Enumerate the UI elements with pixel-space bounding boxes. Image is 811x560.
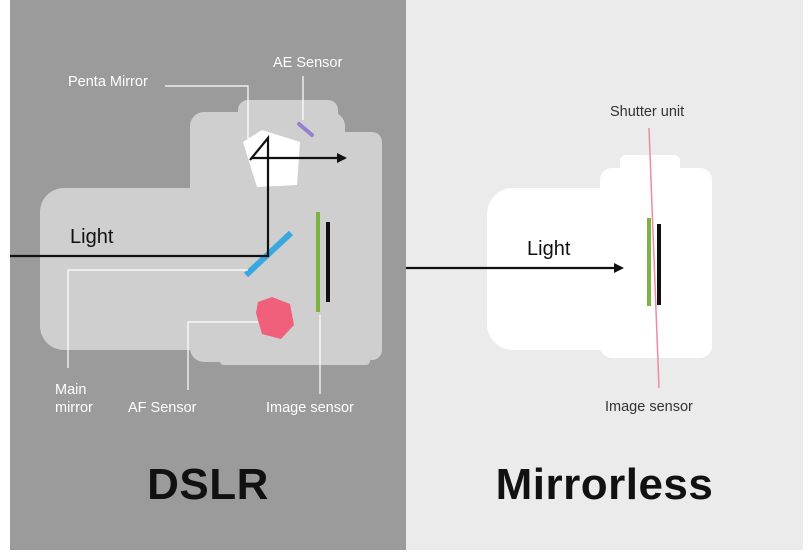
mirrorless-light-label: Light bbox=[527, 238, 571, 260]
penta-mirror-leader bbox=[165, 85, 249, 142]
mirrorless-image-sensor-label: Image sensor bbox=[605, 399, 693, 415]
penta-mirror-label: Penta Mirror bbox=[68, 74, 148, 90]
mirrorless-title: Mirrorless bbox=[495, 460, 714, 509]
af-sensor-shape bbox=[256, 297, 294, 339]
dslr-title: DSLR bbox=[147, 460, 269, 509]
dslr-image-sensor-label: Image sensor bbox=[266, 400, 354, 416]
dslr-leader-lines bbox=[67, 76, 321, 394]
main-mirror-label-line2: mirror bbox=[55, 400, 93, 416]
dslr-camera-body bbox=[40, 100, 382, 365]
main-mirror-label-line1: Main bbox=[55, 382, 87, 398]
dslr-light-path bbox=[10, 134, 270, 258]
af-sensor-leader bbox=[187, 321, 258, 390]
ae-sensor-shape bbox=[297, 122, 314, 137]
mirrorless-camera-body bbox=[487, 155, 712, 358]
dslr-light-label: Light bbox=[70, 226, 114, 248]
shutter-unit-label: Shutter unit bbox=[610, 104, 685, 120]
shutter-unit-line bbox=[648, 127, 660, 389]
ae-sensor-label: AE Sensor bbox=[273, 55, 343, 71]
af-sensor-label: AF Sensor bbox=[128, 400, 197, 416]
main-mirror-leader bbox=[67, 269, 248, 368]
